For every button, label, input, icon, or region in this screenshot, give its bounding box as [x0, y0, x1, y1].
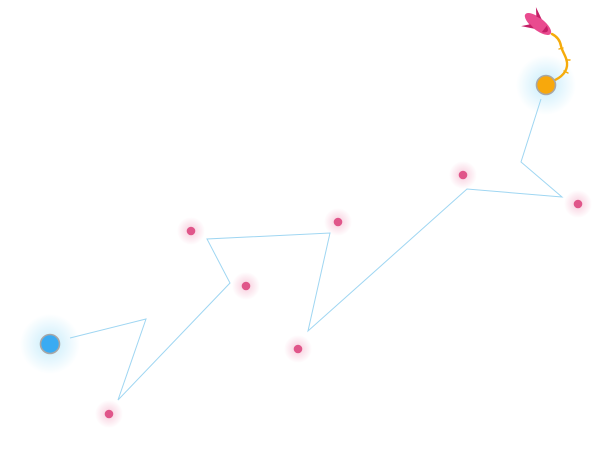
goal-node-icon[interactable]	[535, 74, 557, 96]
rocket-trail-sparks	[558, 47, 571, 74]
waypoint-dot-icon[interactable]	[241, 281, 251, 291]
rocket-icon[interactable]	[518, 5, 558, 44]
waypoint-dot-icon[interactable]	[293, 344, 303, 354]
rocket-trail	[547, 32, 569, 84]
waypoint-dot-icon[interactable]	[104, 409, 114, 419]
waypoint-dot-icon[interactable]	[333, 217, 343, 227]
waypoint-dot-icon[interactable]	[458, 170, 468, 180]
route-path	[69, 98, 564, 401]
waypoint-dot-icon[interactable]	[573, 199, 583, 209]
waypoint-dot-icon[interactable]	[186, 226, 196, 236]
start-node-icon[interactable]	[39, 333, 61, 355]
